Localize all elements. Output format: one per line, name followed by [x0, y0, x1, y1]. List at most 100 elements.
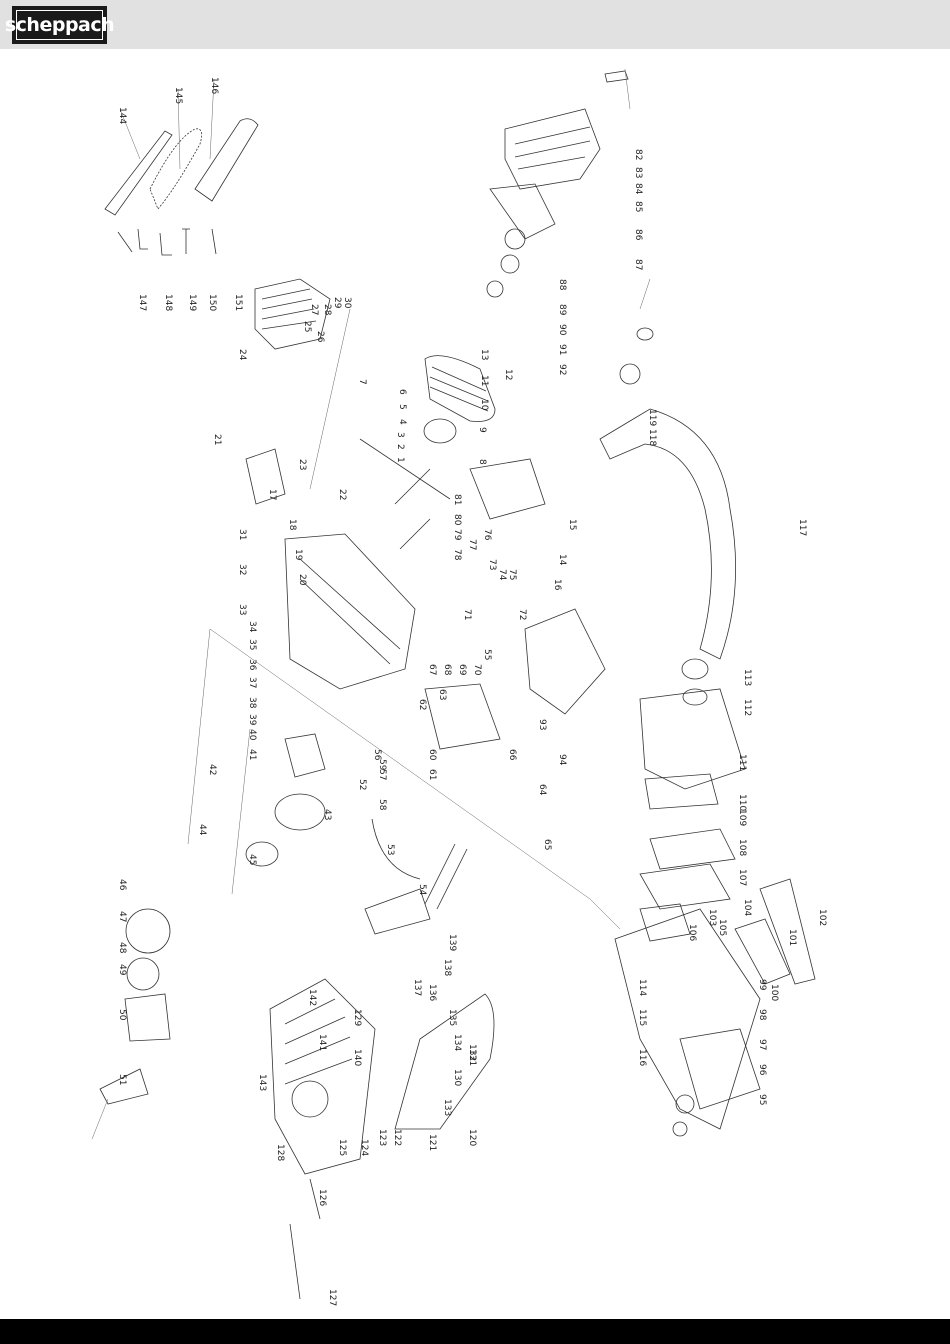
bumper-spike-shape	[364, 888, 431, 935]
part-number-22: 22	[337, 489, 347, 500]
part-number-66: 66	[507, 749, 517, 761]
part-number-142: 142	[307, 989, 317, 1006]
filter-cap-shape	[681, 658, 709, 680]
grip-shape	[734, 918, 791, 985]
part-number-107: 107	[737, 869, 747, 886]
clutch-spring-shape	[99, 1068, 149, 1105]
part-number-37: 37	[247, 677, 257, 688]
part-number-75: 75	[507, 569, 517, 580]
part-number-62: 62	[417, 699, 427, 710]
part-number-28: 28	[322, 304, 332, 316]
part-number-77: 77	[467, 539, 477, 550]
part-number-4: 4	[397, 419, 407, 425]
spring-shape	[500, 254, 520, 274]
page-header: scheppach	[0, 0, 950, 49]
part-number-76: 76	[482, 529, 492, 541]
chain-guard-shape	[394, 993, 495, 1130]
part-number-52: 52	[357, 779, 367, 790]
part-number-36: 36	[247, 659, 257, 671]
part-number-112: 112	[742, 699, 752, 716]
part-number-78: 78	[452, 549, 462, 561]
part-number-70: 70	[472, 664, 482, 676]
part-number-119: 119	[647, 409, 657, 426]
part-number-32: 32	[237, 564, 247, 575]
part-number-12: 12	[503, 369, 513, 380]
filter-plate-shape	[639, 863, 731, 910]
part-number-139: 139	[447, 934, 457, 951]
clutch-cover-shape	[489, 183, 556, 240]
part-number-97: 97	[757, 1039, 767, 1050]
part-number-38: 38	[247, 697, 257, 709]
part-number-49: 49	[117, 964, 127, 976]
part-number-129: 129	[352, 1009, 362, 1026]
part-number-19: 19	[293, 549, 303, 561]
bottom-leader-line	[91, 1098, 109, 1140]
part-number-143: 143	[257, 1074, 267, 1091]
part-number-65: 65	[542, 839, 552, 850]
part-number-87: 87	[633, 259, 643, 270]
part-number-86: 86	[633, 229, 643, 241]
part-number-110: 110	[737, 794, 747, 811]
part-number-149: 149	[187, 294, 197, 311]
part-number-17: 17	[267, 489, 277, 500]
part-number-61: 61	[427, 769, 437, 780]
part-number-123: 123	[377, 1129, 387, 1146]
tool-set-shapes	[117, 228, 217, 256]
leader-lines	[119, 68, 651, 930]
cylinder-shape	[254, 278, 331, 350]
page-footer	[0, 1319, 950, 1344]
part-number-125: 125	[337, 1139, 347, 1156]
part-number-67: 67	[427, 664, 437, 675]
air-filter-shape	[644, 773, 719, 810]
part-number-146: 146	[209, 77, 219, 94]
part-number-145: 145	[173, 87, 183, 104]
part-number-121: 121	[427, 1134, 437, 1151]
part-number-133: 133	[442, 1099, 452, 1116]
part-number-120: 120	[467, 1129, 477, 1146]
part-number-6: 6	[397, 389, 407, 395]
part-number-109: 109	[737, 809, 747, 826]
part-number-39: 39	[247, 714, 257, 726]
part-number-43: 43	[322, 809, 332, 820]
pulley-shape	[504, 228, 526, 250]
part-number-79: 79	[452, 529, 462, 541]
crankshaft-shape	[359, 438, 451, 550]
part-number-24: 24	[237, 349, 247, 361]
part-number-74: 74	[497, 569, 507, 581]
part-number-56: 56	[372, 749, 382, 761]
part-number-59: 59	[377, 759, 387, 771]
part-number-34: 34	[247, 621, 257, 633]
damper-shape	[619, 363, 641, 385]
part-number-11: 11	[479, 375, 489, 386]
tensioner-shape	[289, 1178, 321, 1300]
part-number-144: 144	[117, 107, 127, 124]
part-number-35: 35	[247, 639, 257, 650]
part-number-83: 83	[633, 167, 643, 178]
part-number-100: 100	[769, 984, 779, 1001]
washer-shape	[486, 280, 504, 298]
logo-frame: scheppach	[5, 10, 115, 40]
part-number-103: 103	[707, 909, 717, 926]
part-number-138: 138	[442, 959, 452, 976]
rear-damper-shape	[675, 1094, 695, 1114]
part-number-113: 113	[742, 669, 752, 686]
sprocket-cover-shape	[269, 978, 376, 1175]
part-number-18: 18	[287, 519, 297, 531]
part-number-58: 58	[377, 799, 387, 811]
part-number-40: 40	[247, 729, 257, 741]
part-number-93: 93	[537, 719, 547, 730]
part-number-41: 41	[247, 749, 257, 760]
clutch-drum-shape	[125, 908, 171, 954]
gasket-shape	[274, 793, 326, 831]
part-number-116: 116	[637, 1049, 647, 1066]
part-number-30: 30	[342, 297, 352, 309]
part-number-130: 130	[452, 1069, 462, 1086]
part-number-15: 15	[567, 519, 577, 530]
front-handle-shape	[599, 408, 737, 660]
part-number-128: 128	[275, 1144, 285, 1161]
part-number-44: 44	[197, 824, 207, 836]
cover-hole-shape	[291, 1080, 329, 1118]
part-number-91: 91	[557, 344, 567, 355]
part-number-80: 80	[452, 514, 462, 526]
